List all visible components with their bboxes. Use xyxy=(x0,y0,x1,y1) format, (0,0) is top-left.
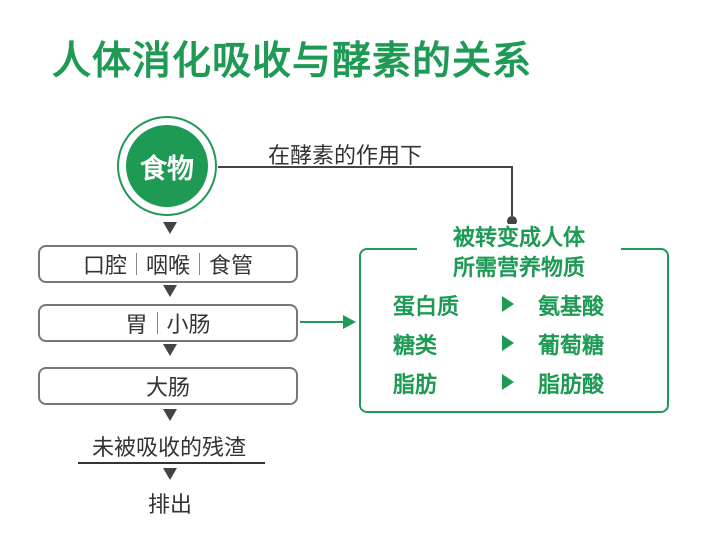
play-arrow-icon xyxy=(502,335,514,351)
conversion-from: 脂肪 xyxy=(393,373,438,398)
result-box-title: 被转变成人体 所需营养物质 xyxy=(417,224,621,284)
arrow-down-icon xyxy=(163,222,177,234)
conversion-from: 蛋白质 xyxy=(393,295,460,320)
stage-label-small-intestine: 小肠 xyxy=(166,313,211,338)
play-arrow-icon xyxy=(502,374,514,390)
stage-label-esophagus: 食管 xyxy=(209,254,254,279)
arrow-down-icon xyxy=(163,409,177,421)
stage-label-stomach: 胃 xyxy=(125,313,148,338)
conversion-to: 葡萄糖 xyxy=(538,334,605,359)
conversion-to: 氨基酸 xyxy=(538,295,605,320)
stage-label-throat: 咽喉 xyxy=(145,254,190,279)
discharge-label: 排出 xyxy=(147,493,192,518)
stage-label-mouth: 口腔 xyxy=(82,254,127,279)
result-box-title-line2: 所需营养物质 xyxy=(452,256,585,281)
stage-mouth-throat-esophagus: 口腔 咽喉 食管 xyxy=(38,245,298,283)
separator xyxy=(135,253,137,275)
arrow-down-icon xyxy=(163,285,177,297)
stage-large-intestine: 大肠 xyxy=(38,367,298,405)
conversion-to: 脂肪酸 xyxy=(538,373,605,398)
residue-label: 未被吸收的残渣 xyxy=(91,436,246,461)
conversion-from: 糖类 xyxy=(393,334,438,359)
arrow-down-icon xyxy=(163,344,177,356)
enzyme-caption: 在酵素的作用下 xyxy=(268,144,423,169)
food-label: 食物 xyxy=(126,125,208,207)
food-node: 食物 xyxy=(117,116,217,216)
conversion-row: 蛋白质 氨基酸 xyxy=(375,289,655,321)
result-box-title-line1: 被转变成人体 xyxy=(452,226,585,251)
play-arrow-icon xyxy=(502,296,514,312)
stage-label-large-intestine: 大肠 xyxy=(145,376,190,401)
separator xyxy=(156,312,158,334)
page-title: 人体消化吸收与酵素的关系 xyxy=(52,39,533,84)
arrow-down-icon xyxy=(163,468,177,480)
stage-stomach-small-intestine: 胃 小肠 xyxy=(38,304,298,342)
conversion-row: 脂肪 脂肪酸 xyxy=(375,367,655,399)
conversion-row: 糖类 葡萄糖 xyxy=(375,328,655,360)
separator xyxy=(199,253,200,275)
